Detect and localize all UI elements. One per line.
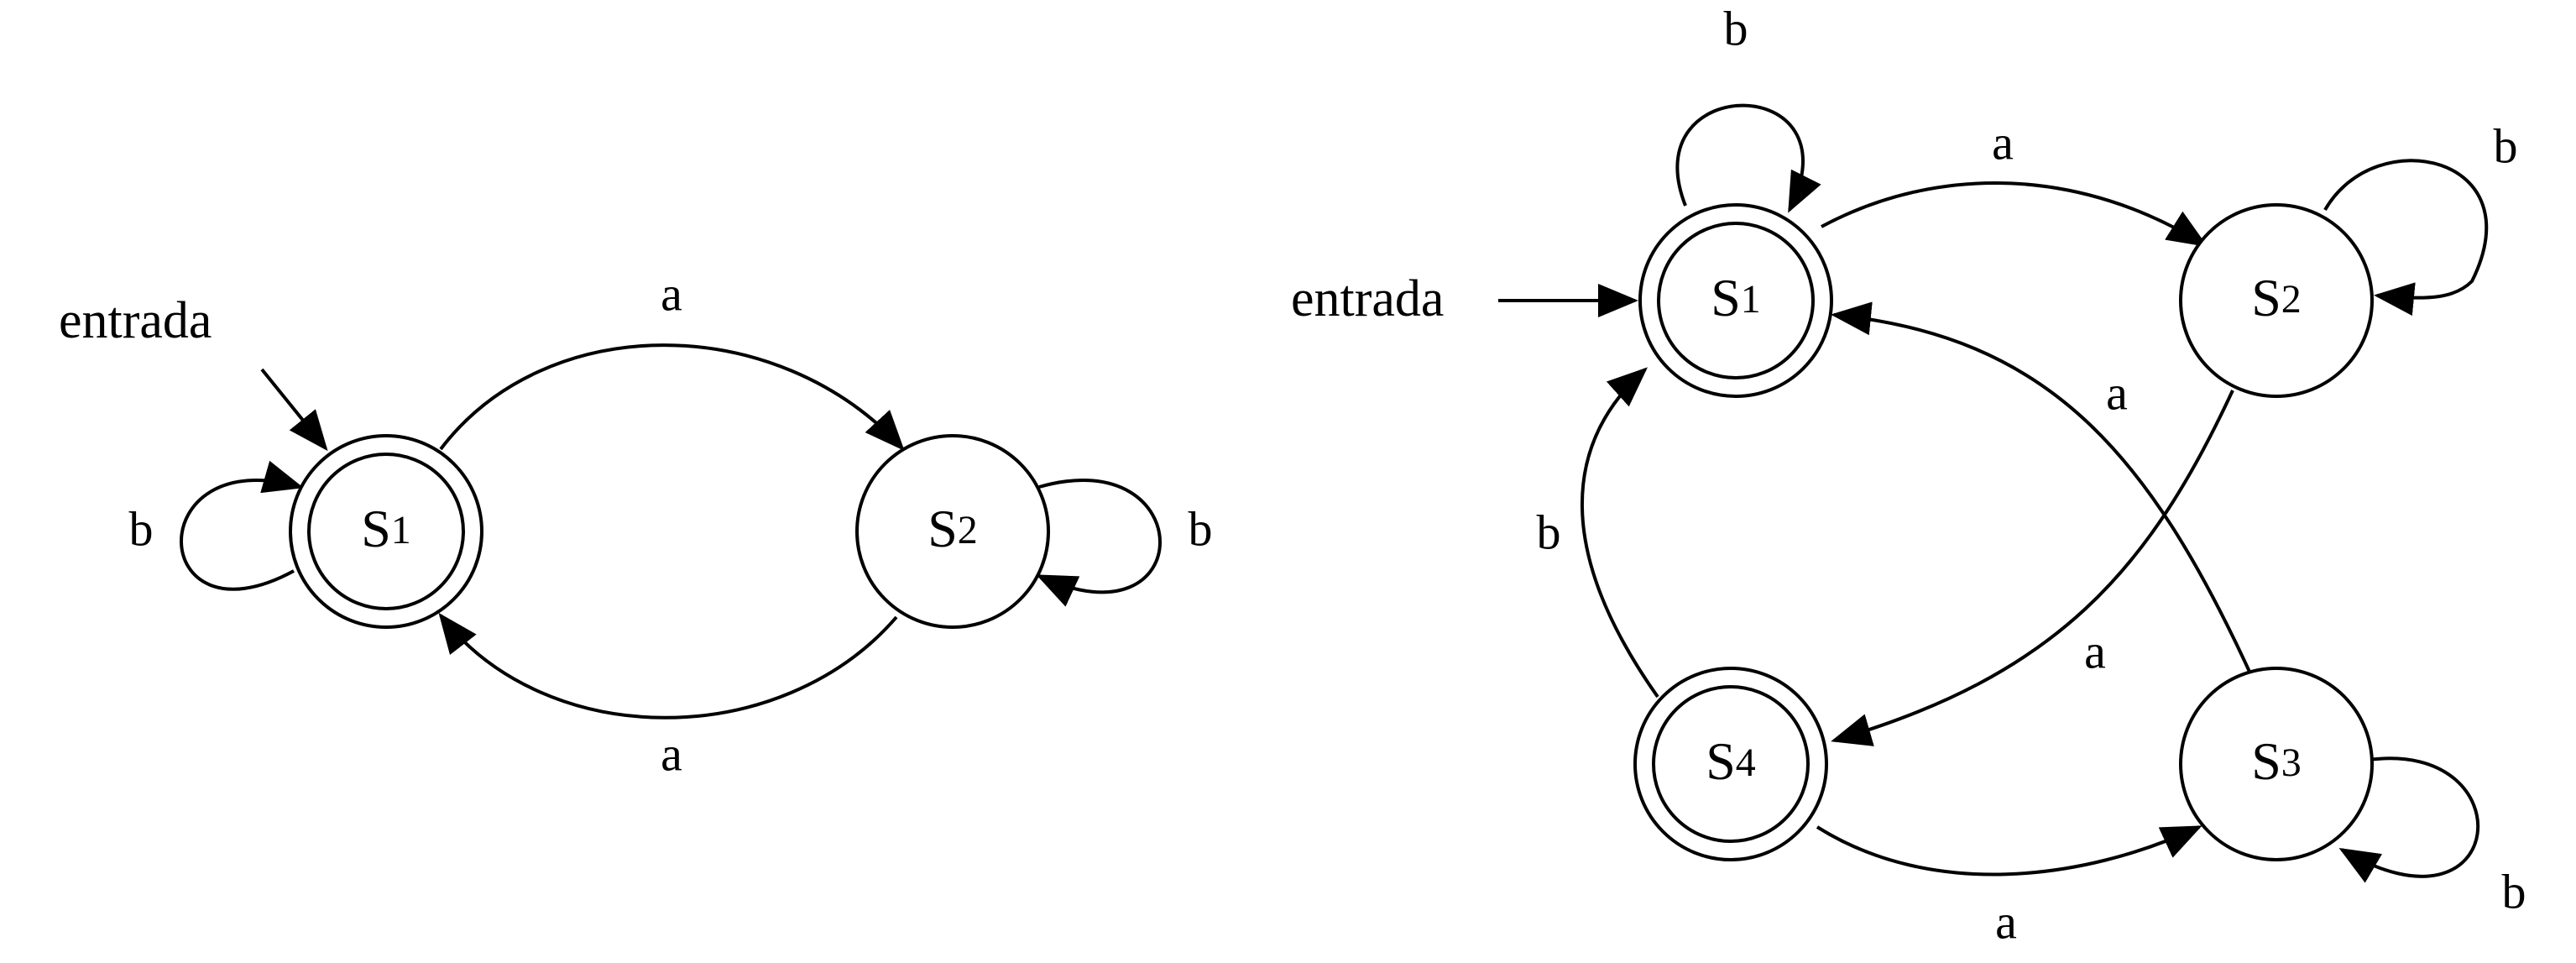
d1-loop-s1 <box>180 460 304 591</box>
d2-state-s2: S2 <box>2179 203 2374 398</box>
d1-entry-label: entrada <box>59 292 212 349</box>
diagram-2: entrada b a b a a b a b S1 <box>1291 1 2526 949</box>
d2-edge-s3-s1-label: a <box>2106 365 2128 420</box>
d2-edge-s1-s2 <box>1821 181 2208 248</box>
d2-edge-s4-s3-label: a <box>1995 894 2017 949</box>
d1-edge-s2-s1-label: a <box>661 726 682 781</box>
d1-edge-s1-s2-label: a <box>661 266 682 321</box>
d2-edge-s1-s2-label: a <box>1992 115 2014 170</box>
d2-state-s3: S3 <box>2179 667 2374 861</box>
d1-loop-s2 <box>1036 479 1162 607</box>
d2-state-s1-label: S1 <box>1711 268 1761 327</box>
d2-state-s4-label: S4 <box>1706 731 1756 791</box>
d1-state-s1-label: S1 <box>361 499 411 558</box>
d2-edge-s4-s3 <box>1816 825 2202 877</box>
d2-edge-s3-s1 <box>1831 301 2251 673</box>
d2-edge-s2-s4 <box>1831 390 2234 746</box>
diagram-1: entrada a a b b S1 S2 <box>59 266 1213 781</box>
d2-edge-s2-s4-label: a <box>2084 624 2106 678</box>
d1-entry-arrow <box>260 368 328 452</box>
d1-state-s2: S2 <box>855 434 1050 629</box>
d1-edge-s1-s2 <box>439 343 905 451</box>
d2-entry-label: entrada <box>1291 270 1444 327</box>
d2-loop-s1-label: b <box>1724 1 1748 55</box>
d1-state-s1: S1 <box>289 434 483 629</box>
d2-state-s4: S4 <box>1633 667 1828 861</box>
d1-loop-s2-label: b <box>1189 501 1213 556</box>
d2-loop-s2-label: b <box>2494 118 2518 173</box>
d2-state-s3-label: S3 <box>2251 731 2302 791</box>
d2-state-s1: S1 <box>1638 203 1833 398</box>
d2-loop-s3 <box>2338 756 2480 883</box>
d2-loop-s1 <box>1675 103 1821 213</box>
d1-loop-s1-label: b <box>129 501 154 556</box>
d2-state-s2-label: S2 <box>2251 268 2302 327</box>
d1-state-s2-label: S2 <box>927 499 978 558</box>
d2-edge-s4-s1 <box>1581 367 1659 699</box>
d2-loop-s3-label: b <box>2502 864 2526 919</box>
d1-edge-s2-s1 <box>438 612 898 720</box>
d2-edge-s4-s1-label: b <box>1537 505 1561 559</box>
d2-loop-s2 <box>2323 159 2489 317</box>
